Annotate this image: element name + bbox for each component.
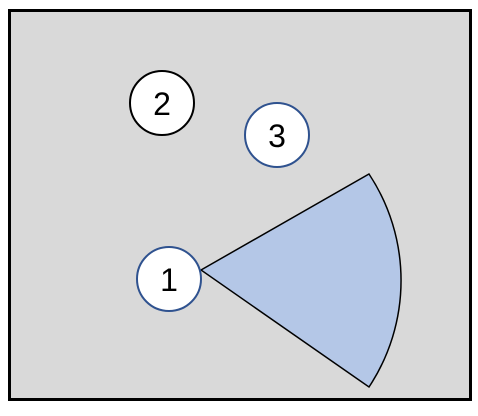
node-1-circle	[136, 246, 202, 312]
node-2-circle	[129, 70, 195, 136]
view-sector	[199, 173, 402, 389]
background-panel	[8, 9, 472, 401]
node-3-circle	[244, 102, 310, 168]
node-1-label: 1	[160, 262, 178, 298]
node-2: 2	[129, 70, 195, 136]
node-3-label: 3	[268, 118, 286, 154]
node-2-label: 2	[153, 86, 171, 122]
node-3: 3	[244, 102, 310, 168]
node-1: 1	[136, 246, 202, 312]
